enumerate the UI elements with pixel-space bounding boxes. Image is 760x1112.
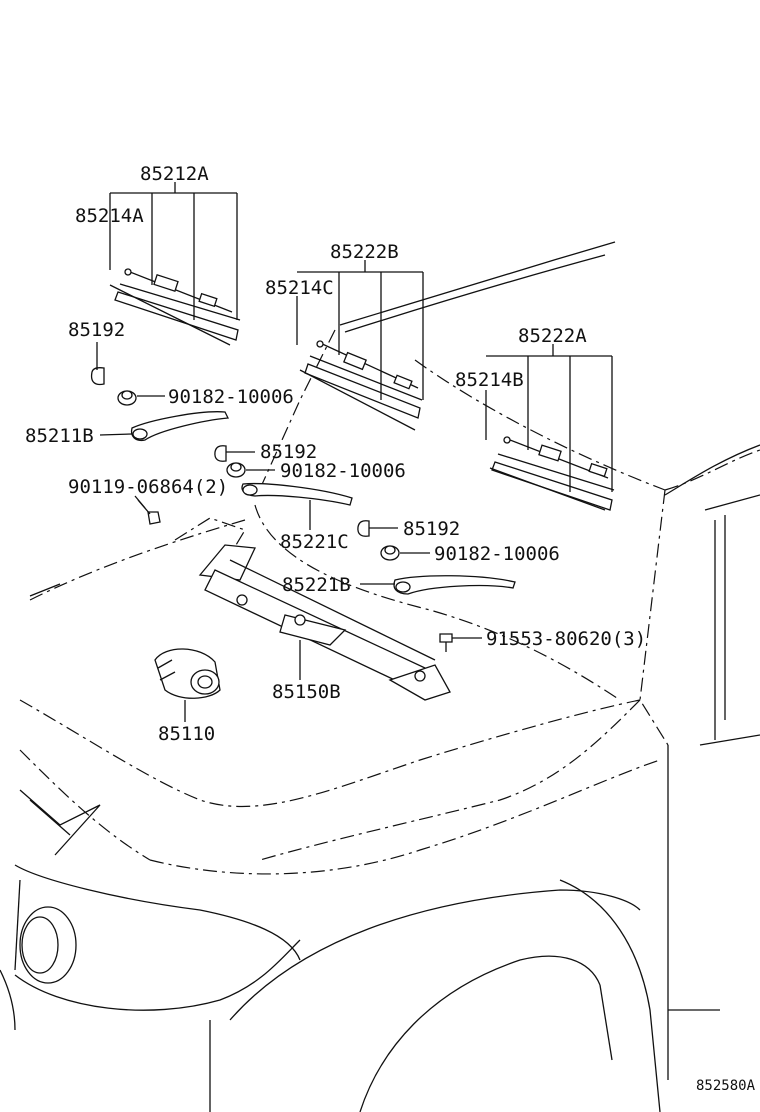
label-91553: 91553-80620(3) <box>486 628 646 650</box>
label-85192-a: 85192 <box>68 319 125 341</box>
link-and-motor-drawing <box>154 517 451 701</box>
label-90182-a: 90182-10006 <box>168 386 294 408</box>
blade-center-drawing <box>299 340 423 431</box>
label-85221C: 85221C <box>280 531 349 553</box>
label-85222B: 85222B <box>330 241 399 263</box>
blade-right-drawing <box>489 436 615 511</box>
figure-code: 852580A <box>696 1078 756 1094</box>
label-85110: 85110 <box>158 723 215 745</box>
label-85150B: 85150B <box>272 681 341 703</box>
label-85222A: 85222A <box>518 325 587 347</box>
label-90182-c: 90182-10006 <box>434 543 560 565</box>
leader-lines <box>96 182 613 722</box>
label-85192-c: 85192 <box>403 518 460 540</box>
label-85221B: 85221B <box>282 574 351 596</box>
label-85214A: 85214A <box>75 205 144 227</box>
label-90182-b: 90182-10006 <box>280 460 406 482</box>
label-85211B: 85211B <box>25 425 94 447</box>
label-85192-b: 85192 <box>260 441 317 463</box>
part-labels: 85212A 85214A 85222B 85214C 85222A 85214… <box>25 163 756 1094</box>
label-85212A: 85212A <box>140 163 209 185</box>
small-parts-drawing <box>90 366 516 652</box>
blade-left-drawing <box>109 268 241 346</box>
vehicle-outline <box>0 241 760 1112</box>
label-85214B: 85214B <box>455 369 524 391</box>
label-85214C: 85214C <box>265 277 334 299</box>
label-90119: 90119-06864(2) <box>68 476 228 498</box>
